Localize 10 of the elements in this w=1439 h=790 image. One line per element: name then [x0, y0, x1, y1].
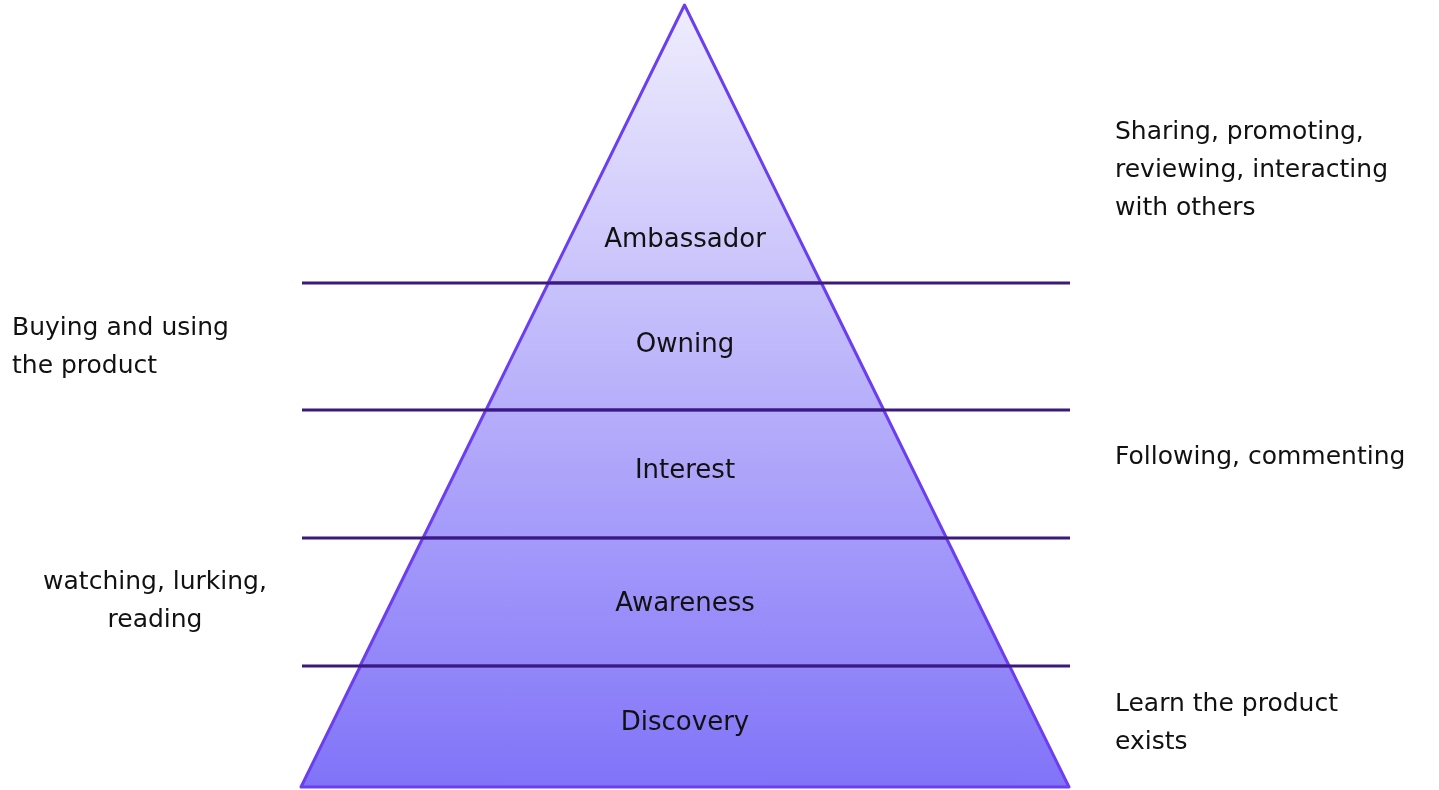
level-label: Interest — [634, 453, 736, 485]
level-label: Awareness — [615, 586, 755, 618]
level-description: Buying and using the product — [12, 311, 230, 381]
level-label: Discovery — [620, 705, 750, 737]
level-description: watching, lurking, reading — [42, 565, 268, 635]
level-label: Owning — [635, 327, 735, 359]
level-description: Following, commenting — [1115, 440, 1407, 472]
level-description: Sharing, promoting, reviewing, interacting with others — [1115, 115, 1389, 223]
level-label: Ambassador — [604, 222, 766, 254]
level-description: Learn the product exists — [1115, 687, 1339, 757]
